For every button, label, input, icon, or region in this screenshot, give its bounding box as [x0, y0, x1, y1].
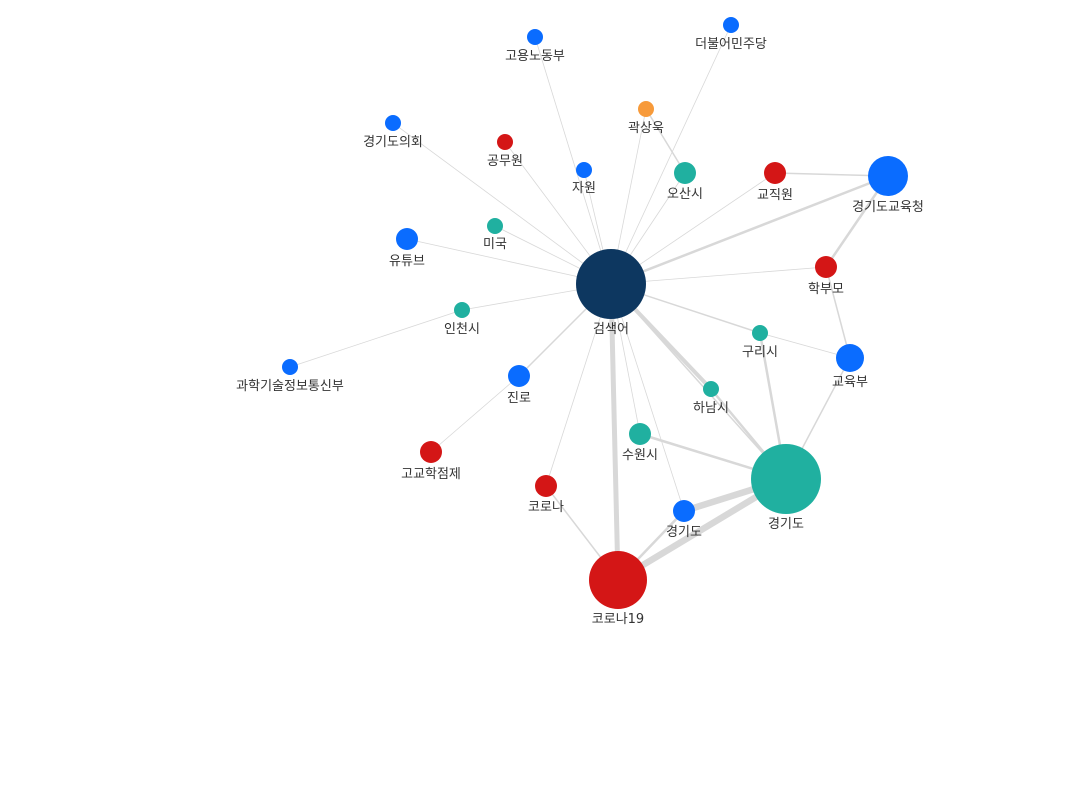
node-n18[interactable]: 하남시: [693, 381, 729, 416]
edge-n0-n21: [545, 283, 612, 487]
node-circle[interactable]: [420, 441, 442, 463]
node-n12[interactable]: 학부모: [808, 256, 844, 297]
node-label: 하남시: [693, 401, 729, 416]
node-n4[interactable]: 경기도의회: [363, 115, 423, 150]
node-n1[interactable]: 고용노동부: [505, 29, 565, 64]
node-label: 인천시: [444, 322, 480, 337]
node-label: 경기도: [768, 517, 804, 532]
node-n8[interactable]: 교직원: [757, 162, 793, 203]
edge-n0-n22: [610, 283, 787, 480]
node-circle[interactable]: [673, 500, 695, 522]
node-n21[interactable]: 코로나: [528, 475, 564, 515]
node-n16[interactable]: 과학기술정보통신부: [236, 359, 344, 394]
edge-n14-n15: [759, 332, 851, 359]
edge-n0-n12: [610, 266, 827, 285]
node-label: 고용노동부: [505, 49, 565, 64]
node-label: 경기도: [666, 525, 702, 540]
edge-n0-n4: [392, 122, 612, 285]
node-n20[interactable]: 고교학점제: [401, 441, 461, 482]
node-circle[interactable]: [836, 344, 864, 372]
node-label: 학부모: [808, 282, 844, 297]
edge-n0-n23: [610, 283, 685, 512]
edge-n0-n1: [534, 36, 612, 285]
node-circle[interactable]: [751, 444, 821, 514]
node-label: 고교학점제: [401, 467, 461, 482]
node-label: 수원시: [622, 448, 658, 463]
node-circle[interactable]: [535, 475, 557, 497]
node-n5[interactable]: 공무원: [487, 134, 523, 169]
node-label: 구리시: [742, 345, 778, 360]
node-n7[interactable]: 오산시: [667, 162, 703, 202]
node-circle[interactable]: [752, 325, 768, 341]
node-label: 더불어민주당: [695, 37, 767, 52]
node-n23[interactable]: 경기도: [666, 500, 702, 540]
node-n14[interactable]: 구리시: [742, 325, 778, 360]
node-circle[interactable]: [497, 134, 513, 150]
node-circle[interactable]: [576, 162, 592, 178]
node-n15[interactable]: 교육부: [832, 344, 868, 390]
node-n2[interactable]: 더불어민주당: [695, 17, 767, 52]
node-circle[interactable]: [815, 256, 837, 278]
node-circle[interactable]: [508, 365, 530, 387]
node-circle[interactable]: [638, 101, 654, 117]
node-circle[interactable]: [703, 381, 719, 397]
node-n13[interactable]: 인천시: [444, 302, 480, 337]
node-n22[interactable]: 경기도: [751, 444, 821, 532]
node-n3[interactable]: 곽상욱: [628, 101, 664, 136]
node-circle[interactable]: [396, 228, 418, 250]
edge-n17-n20: [430, 375, 520, 453]
node-circle[interactable]: [764, 162, 786, 184]
node-n11[interactable]: 유튜브: [389, 228, 425, 269]
node-circle[interactable]: [527, 29, 543, 45]
edge-n0-n24: [608, 281, 621, 583]
node-label: 오산시: [667, 187, 703, 202]
node-circle[interactable]: [282, 359, 298, 375]
node-circle[interactable]: [385, 115, 401, 131]
node-circle[interactable]: [674, 162, 696, 184]
node-label: 코로나19: [592, 612, 644, 627]
node-label: 교직원: [757, 188, 793, 203]
node-circle[interactable]: [454, 302, 470, 318]
node-label: 자원: [572, 181, 596, 196]
node-circle[interactable]: [487, 218, 503, 234]
node-label: 교육부: [832, 375, 868, 390]
node-label: 과학기술정보통신부: [236, 379, 344, 394]
node-circle[interactable]: [576, 249, 646, 319]
node-n9[interactable]: 경기도교육청: [852, 156, 924, 215]
node-label: 경기도교육청: [852, 200, 924, 215]
node-n0[interactable]: 검색어: [576, 249, 646, 337]
node-n19[interactable]: 수원시: [622, 423, 658, 463]
node-label: 코로나: [528, 500, 564, 515]
node-circle[interactable]: [723, 17, 739, 33]
node-label: 진로: [507, 391, 531, 406]
node-n10[interactable]: 미국: [483, 218, 507, 252]
node-label: 경기도의회: [363, 135, 423, 150]
edge-n0-n2: [610, 24, 732, 285]
node-label: 공무원: [487, 154, 523, 169]
node-n24[interactable]: 코로나19: [589, 551, 647, 627]
node-label: 곽상욱: [628, 121, 664, 136]
edge-n13-n16: [289, 309, 463, 368]
node-circle[interactable]: [868, 156, 908, 196]
edge-n12-n15: [825, 266, 851, 359]
node-circle[interactable]: [589, 551, 647, 609]
node-circle[interactable]: [629, 423, 651, 445]
node-label: 검색어: [593, 322, 629, 337]
node-label: 미국: [483, 237, 507, 252]
node-label: 유튜브: [389, 254, 425, 269]
edge-n0-n9: [609, 174, 890, 286]
edge-n3-n7: [645, 108, 686, 174]
node-n17[interactable]: 진로: [507, 365, 531, 406]
node-n6[interactable]: 자원: [572, 162, 596, 196]
